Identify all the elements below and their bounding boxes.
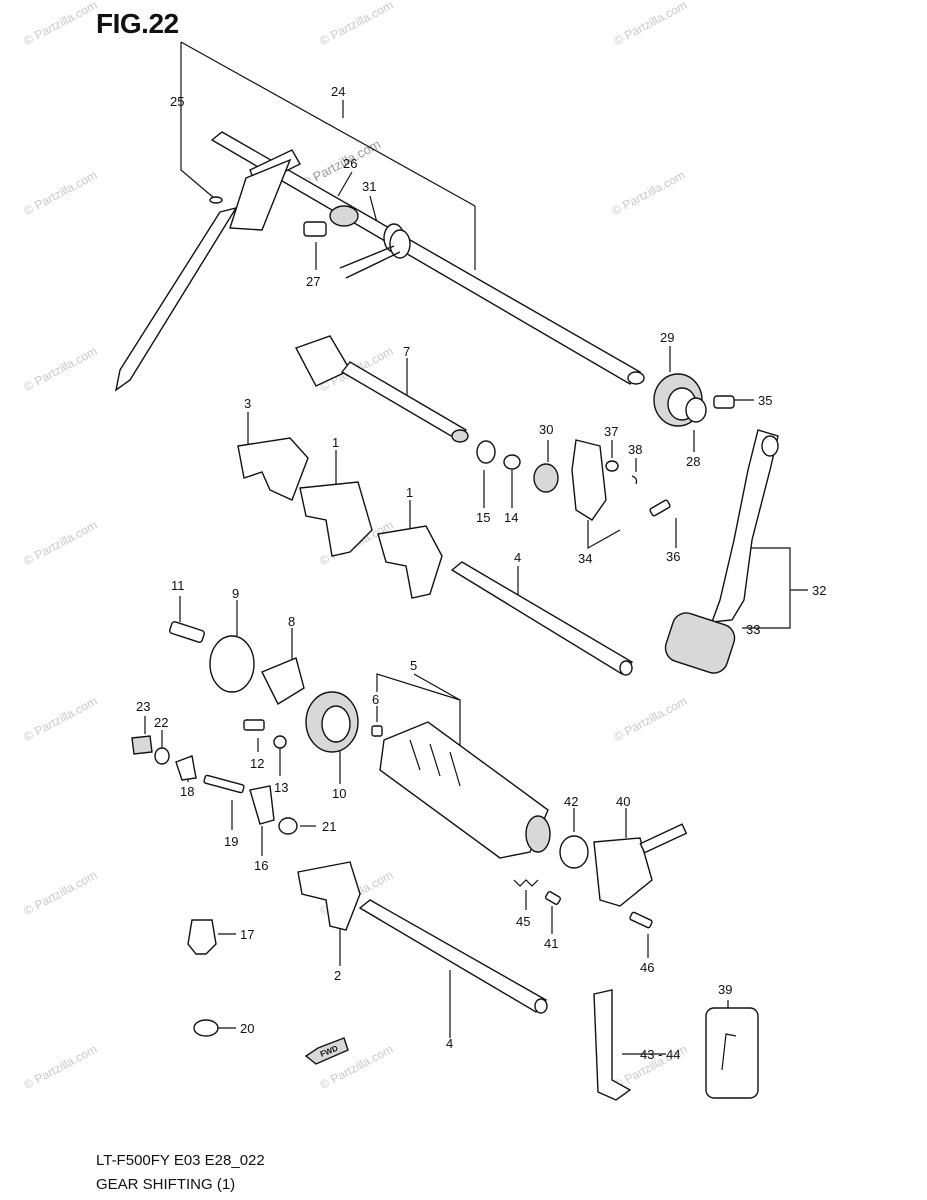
part-label-39 xyxy=(705,1007,759,1099)
callout-23: 23 xyxy=(136,699,150,714)
callout-26: 26 xyxy=(343,156,357,171)
model-code: LT-F500FY E03 E28_022 xyxy=(96,1152,265,1169)
callout-31: 31 xyxy=(362,179,376,194)
callout-34: 34 xyxy=(578,551,592,566)
callout-14: 14 xyxy=(504,510,518,525)
callout-21: 21 xyxy=(322,819,336,834)
part-bearing-29 xyxy=(653,373,735,427)
callout-39: 39 xyxy=(718,982,732,997)
callout-15: 15 xyxy=(476,510,490,525)
callout-3: 3 xyxy=(244,396,251,411)
callout-11: 11 xyxy=(171,578,185,593)
callout-6: 6 xyxy=(372,692,379,707)
callout-9: 9 xyxy=(232,586,239,601)
callout-38: 38 xyxy=(628,442,642,457)
callout-35: 35 xyxy=(758,393,772,408)
callout-4: 4 xyxy=(446,1036,453,1051)
callout-29: 29 xyxy=(660,330,674,345)
callout-37: 37 xyxy=(604,424,618,439)
callout-46: 46 xyxy=(640,960,654,975)
callout-25: 25 xyxy=(170,94,184,109)
callout-19: 19 xyxy=(224,834,238,849)
callout-41: 41 xyxy=(544,936,558,951)
callout-30: 30 xyxy=(539,422,553,437)
callout-33: 33 xyxy=(746,622,760,637)
part-kick-lever-32 xyxy=(664,429,779,674)
callout-16: 16 xyxy=(254,858,268,873)
callout-28: 28 xyxy=(686,454,700,469)
callout-40: 40 xyxy=(616,794,630,809)
figure-caption: GEAR SHIFTING (1) xyxy=(96,1176,236,1193)
callout-8: 8 xyxy=(288,614,295,629)
callout-5: 5 xyxy=(410,658,417,673)
callout-36: 36 xyxy=(666,549,680,564)
figure-title: FIG.22 xyxy=(96,8,179,39)
callout-43-44: 43 - 44 xyxy=(640,1047,680,1062)
callout-4: 4 xyxy=(514,550,521,565)
callout-12: 12 xyxy=(250,756,264,771)
callout-13: 13 xyxy=(274,780,288,795)
callout-20: 20 xyxy=(240,1021,254,1036)
callout-labels: 1 1 2 3 4 4 5 6 7 8 9 10 11 12 13 14 15 … xyxy=(136,84,826,1062)
callout-1: 1 xyxy=(406,485,413,500)
callout-42: 42 xyxy=(564,794,578,809)
callout-18: 18 xyxy=(180,784,194,799)
callout-22: 22 xyxy=(154,715,168,730)
fwd-arrow xyxy=(304,1037,349,1065)
part-bracket-43-44 xyxy=(593,989,632,1101)
callout-2: 2 xyxy=(334,968,341,983)
part-small-hardware xyxy=(131,439,688,1037)
leader-lines xyxy=(144,41,808,1055)
callout-17: 17 xyxy=(240,927,254,942)
callout-7: 7 xyxy=(403,344,410,359)
callout-24: 24 xyxy=(331,84,345,99)
part-shift-cam-shaft-7 xyxy=(295,335,469,443)
part-fork-shaft-4 xyxy=(358,561,634,1014)
part-bearing-10 xyxy=(305,691,359,753)
callout-10: 10 xyxy=(332,786,346,801)
callout-32: 32 xyxy=(812,583,826,598)
part-shift-forks xyxy=(237,437,443,931)
part-gearshift-shaft-24 xyxy=(114,131,645,392)
part-gearshift-cam-5 xyxy=(379,721,551,859)
callout-45: 45 xyxy=(516,914,530,929)
callout-1: 1 xyxy=(332,435,339,450)
callout-27: 27 xyxy=(306,274,320,289)
